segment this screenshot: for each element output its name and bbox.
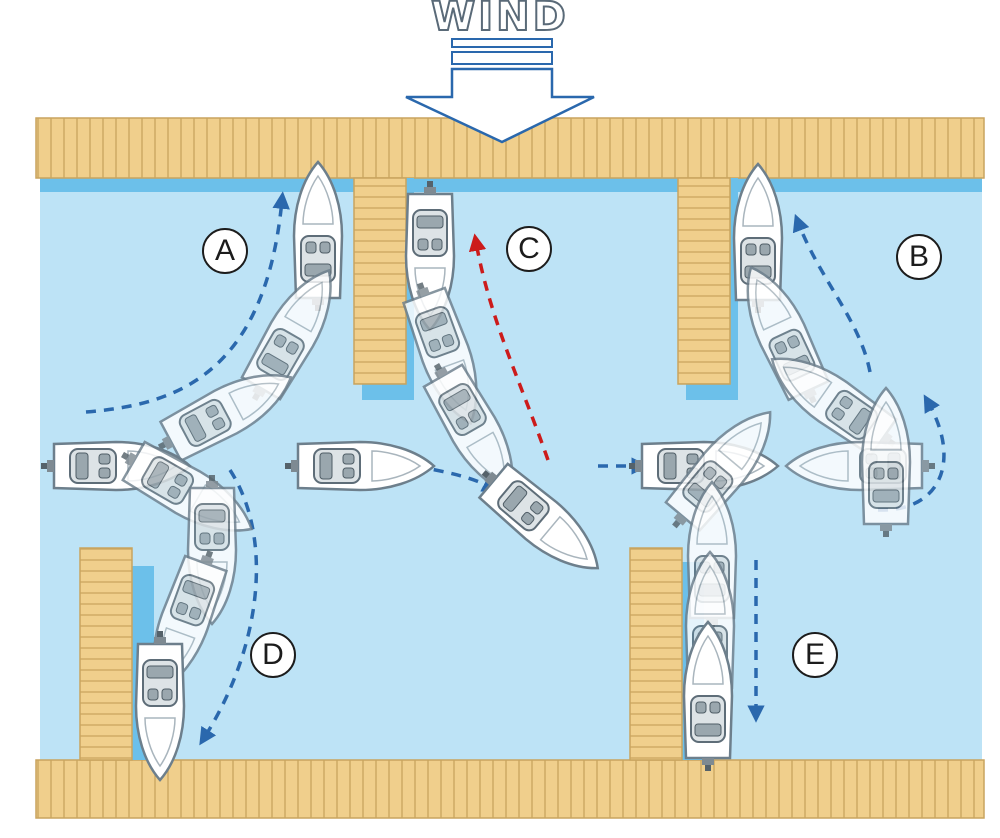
marker-c: C	[506, 226, 552, 272]
path-d	[199, 469, 259, 746]
path-b	[792, 213, 872, 373]
marker-b: B	[896, 234, 942, 280]
dock-d	[79, 547, 133, 761]
marker-d: D	[250, 632, 296, 678]
marker-a: A	[202, 228, 248, 274]
path-a	[85, 191, 290, 414]
path-c	[468, 233, 550, 461]
dock-c	[353, 177, 407, 385]
bottom-pier	[35, 759, 985, 819]
wind-arrow-icon	[405, 38, 595, 144]
dock-e	[629, 547, 683, 761]
wind-label: WIND	[430, 0, 569, 41]
dock-b	[677, 177, 731, 385]
marker-e: E	[792, 632, 838, 678]
